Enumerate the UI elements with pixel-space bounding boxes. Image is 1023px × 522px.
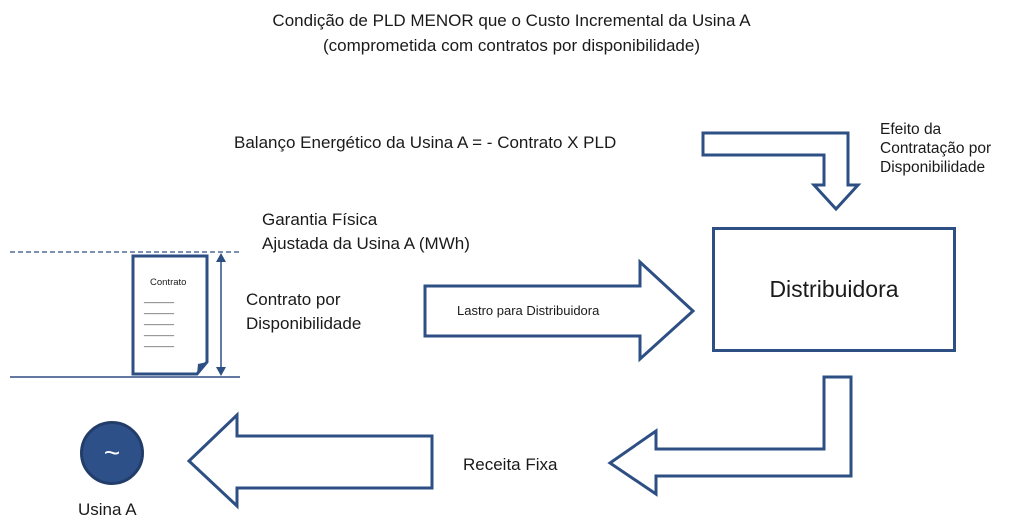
receita-left-arrow: [186, 411, 434, 510]
contract-doc-line: ______: [144, 304, 175, 314]
contract-doc-line: ______: [144, 326, 175, 336]
title-line-1: Condição de PLD MENOR que o Custo Increm…: [272, 11, 751, 30]
efeito-line-3: Disponibilidade: [880, 159, 986, 176]
usina-label: Usina A: [78, 500, 137, 519]
contrato-label: Contrato por Disponibilidade: [246, 288, 361, 336]
contract-doc-line: ______: [144, 337, 175, 347]
effect-arrow: [701, 131, 862, 212]
height-arrow-top-head: [216, 253, 226, 262]
usina-symbol: ~: [103, 437, 121, 468]
garantia-label: Garantia Física Ajustada da Usina A (MWh…: [262, 208, 470, 256]
distribuidora-box: Distribuidora: [712, 227, 956, 352]
garantia-line-2: Ajustada da Usina A (MWh): [262, 234, 470, 253]
contract-fold: [197, 362, 207, 374]
receita-label: Receita Fixa: [463, 455, 558, 474]
efeito-line-1: Efeito da: [880, 121, 942, 138]
contract-doc-line: ______: [144, 315, 175, 325]
diagram-title: Condição de PLD MENOR que o Custo Increm…: [0, 8, 1023, 58]
efeito-line-2: Contratação por: [880, 140, 992, 157]
efeito-label: Efeito da Contratação por Disponibilidad…: [880, 120, 991, 177]
contrato-line-2: Disponibilidade: [246, 314, 362, 333]
contract-doc-title: Contrato: [150, 277, 187, 288]
contract-doc-lines: ______ ______ ______ ______ ______: [144, 293, 190, 348]
distribuidora-label: Distribuidora: [769, 276, 899, 302]
lastro-label: Lastro para Distribuidora: [457, 303, 600, 318]
lastro-arrow: [423, 258, 696, 363]
usina-generator-icon: ~: [80, 421, 144, 485]
contrato-line-1: Contrato por: [246, 290, 341, 309]
height-arrow-bottom-head: [216, 367, 226, 376]
contract-doc-line: ______: [144, 293, 175, 303]
title-line-2: (comprometida com contratos por disponib…: [322, 36, 700, 55]
balanco-label: Balanço Energético da Usina A = - Contra…: [234, 133, 617, 152]
garantia-line-1: Garantia Física: [262, 210, 378, 229]
receita-arrow: [607, 375, 853, 497]
